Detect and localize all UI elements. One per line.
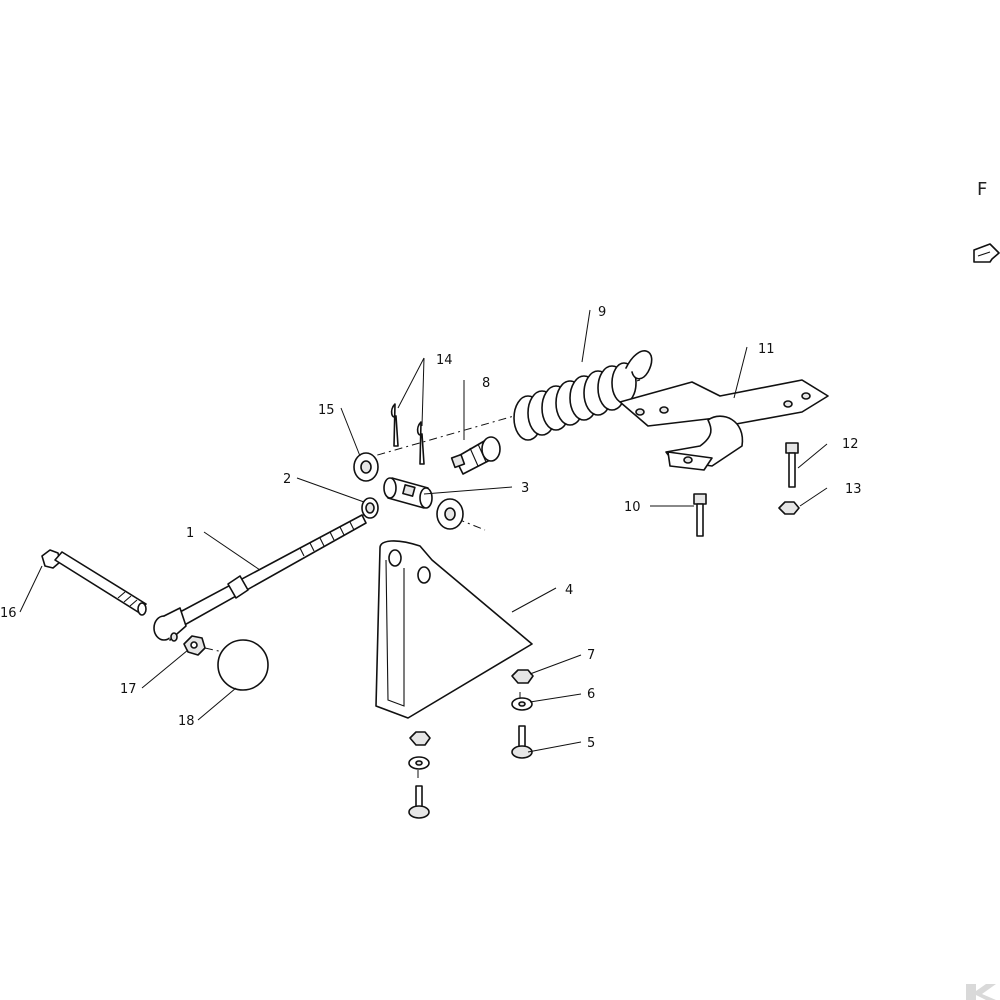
callout-2: 2 [283, 472, 291, 487]
callout-4: 4 [565, 583, 573, 598]
sleeve-part-3 [383, 477, 433, 509]
bolt-part-10 [693, 493, 707, 537]
nut-part-7 [511, 669, 534, 684]
callout-6: 6 [587, 687, 595, 702]
callout-5: 5 [587, 736, 595, 751]
long-bolt-part-16 [41, 549, 147, 616]
callout-13: 13 [845, 482, 862, 497]
triangular-bracket-part-4 [375, 540, 533, 719]
callout-9: 9 [598, 305, 606, 320]
callout-3: 3 [521, 481, 529, 496]
threaded-rod-part-1 [153, 514, 367, 642]
bracket-part-11 [619, 379, 829, 471]
lower-nut [409, 731, 431, 746]
leader-lines [19, 309, 828, 753]
callout-7: 7 [587, 648, 595, 663]
callout-8: 8 [482, 376, 490, 391]
lower-washer [408, 756, 430, 770]
spring-anchor-part-8 [450, 436, 501, 475]
callout-16: 16 [0, 606, 17, 621]
brand-logo-icon [966, 984, 996, 1000]
carriage-bolt-part-5 [511, 725, 533, 759]
callout-14: 14 [436, 353, 453, 368]
washer-right [436, 498, 464, 530]
bolt-part-12 [785, 442, 799, 488]
view-letter: F [977, 179, 987, 200]
ball-knob-part-18 [217, 639, 269, 691]
callout-15: 15 [318, 403, 335, 418]
callout-1: 1 [186, 526, 194, 541]
direction-arrow-icon [973, 243, 1000, 263]
coil-spring-part-9 [513, 350, 653, 441]
callout-10: 10 [624, 500, 641, 515]
bushing-part-2 [361, 497, 379, 519]
lower-carriage-bolt [408, 785, 430, 819]
callout-11: 11 [758, 342, 775, 357]
callout-labels: 1 2 3 4 5 6 7 8 9 10 11 12 13 14 15 16 1… [0, 305, 862, 751]
nut-part-13 [778, 501, 800, 515]
washer-part-15 [353, 452, 379, 482]
nut-part-17 [183, 635, 206, 656]
split-pins-part-14 [390, 403, 425, 465]
callout-17: 17 [120, 682, 137, 697]
callout-12: 12 [842, 437, 859, 452]
washer-part-6 [511, 697, 533, 711]
callout-18: 18 [178, 714, 195, 729]
